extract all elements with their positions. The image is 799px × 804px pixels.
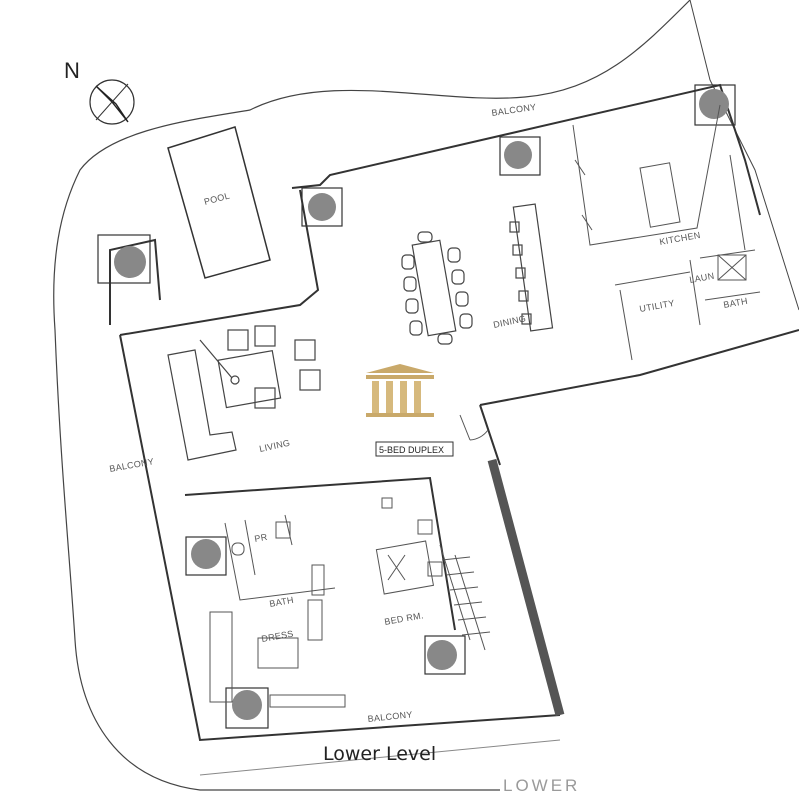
structural-columns (97, 84, 736, 729)
column (499, 136, 541, 176)
level-caption: Lower Level (323, 743, 437, 765)
bar-counter (509, 203, 554, 332)
column (185, 536, 227, 576)
north-label: N (64, 58, 80, 83)
column (225, 687, 269, 729)
compass: N (64, 58, 135, 125)
duplex-tag-text: 5-BED DUPLEX (379, 445, 444, 455)
svg-text:POOL: POOL (203, 190, 231, 206)
column (694, 84, 736, 126)
entry-door (459, 414, 489, 441)
utility-label: UTILITY (639, 298, 676, 314)
bath-upper-label: BATH (723, 296, 749, 310)
compass-ring (89, 79, 135, 125)
bedroom-label: BED RM. (384, 610, 425, 627)
lower-label: LOWER (503, 776, 581, 795)
column (97, 234, 151, 284)
kitchen (572, 104, 761, 361)
kitchen-label: KITCHEN (659, 230, 702, 247)
bottom-terrace-line (199, 739, 561, 776)
powder-room-label: PR (254, 532, 269, 544)
exterior-walls (109, 83, 799, 742)
balcony-bottom-label: BALCONY (367, 709, 413, 724)
living-label: LIVING (258, 438, 291, 454)
building-logo (366, 364, 434, 417)
column (424, 635, 466, 675)
dining-label: DINING (492, 313, 527, 330)
living-furniture (167, 325, 321, 461)
duplex-tag: 5-BED DUPLEX (375, 441, 454, 457)
dress-label: DRESS (261, 628, 295, 643)
site-boundary-curve (53, 0, 691, 791)
balcony-top-label: BALCONY (491, 102, 537, 118)
bedroom-interior (209, 497, 491, 708)
column (301, 187, 343, 227)
dining-table (401, 231, 473, 345)
right-boundary-line (689, 0, 799, 311)
laundry-label: LAUN (689, 271, 716, 285)
compass-needle-icon (95, 85, 129, 123)
glass-facade (487, 458, 565, 717)
pool: POOL (167, 126, 271, 279)
bath-lower-label: BATH (269, 595, 295, 609)
